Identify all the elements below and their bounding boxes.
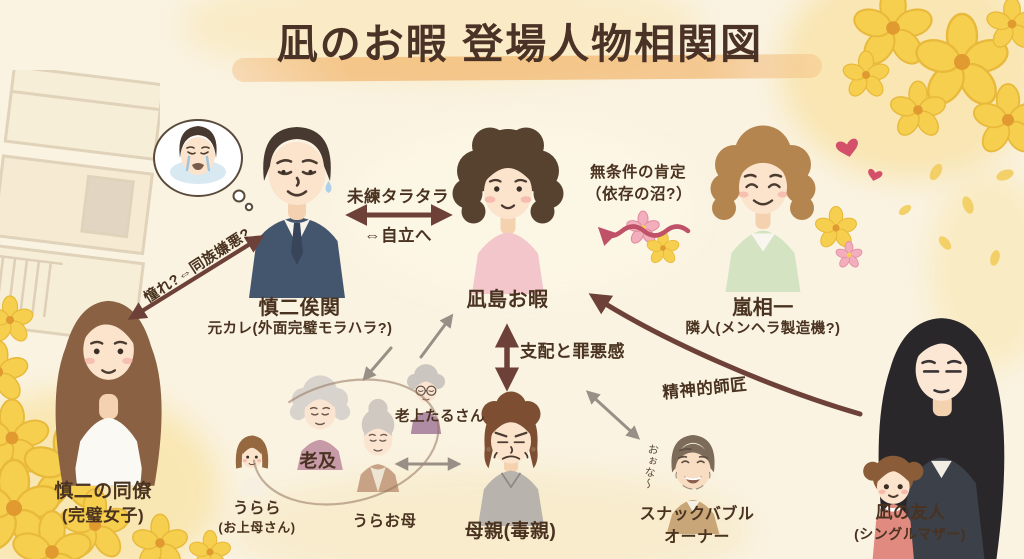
avatar-shinji bbox=[249, 127, 345, 298]
heart-icon bbox=[835, 138, 883, 181]
avatar-colleague bbox=[55, 300, 162, 486]
avatar-arashi bbox=[710, 125, 816, 292]
relation-miren-label: 未練タラタラ bbox=[347, 188, 449, 206]
avatar-snack-owner bbox=[666, 435, 720, 534]
label-friend-name: 凪の友人 bbox=[875, 503, 946, 522]
label-rokyuu-name: 老及 bbox=[299, 451, 337, 471]
label-urara-desc: (お上母さん) bbox=[218, 520, 296, 535]
label-routaru-name: 老上たるさん bbox=[395, 409, 485, 425]
relation-seishin-label: 精神的師匠 bbox=[661, 375, 749, 403]
label-snack-owner-line1: スナックバブル bbox=[639, 506, 755, 523]
label-uraomo-name: うらお母 bbox=[352, 513, 417, 530]
label-friend-desc: (シングルマザー) bbox=[854, 526, 966, 542]
flower-icon bbox=[849, 0, 937, 71]
arrow-mother-snack bbox=[585, 390, 641, 440]
label-shinji-desc: 元カレ(外面完璧モラハラ?) bbox=[207, 321, 393, 337]
label-colleague-name: 慎二の同僚 bbox=[54, 481, 152, 502]
relation-mujouken-line1: 無条件の肯定 bbox=[590, 164, 687, 181]
label-mother-name: 母親(毒親) bbox=[464, 521, 557, 542]
label-arashi-name: 嵐相一 bbox=[732, 297, 794, 319]
relation-miren-sub: ⇔自立へ bbox=[364, 227, 432, 245]
label-snack-owner-line2: オーナー bbox=[663, 529, 730, 546]
relation-mujouken-line2: （依存の沼?） bbox=[586, 186, 692, 203]
relation-shihai-label: 支配と罪悪感 bbox=[520, 342, 625, 361]
avatar-mother bbox=[477, 391, 545, 526]
label-urara-name: うらら bbox=[232, 500, 281, 517]
petal-icons bbox=[898, 163, 1014, 266]
avatar-friend-and-child bbox=[863, 318, 1005, 559]
label-colleague-desc: (完璧女子) bbox=[61, 506, 145, 525]
avatar-nagi bbox=[452, 127, 564, 294]
arrow-mujouken-wavy bbox=[597, 224, 691, 246]
arrow-routaru-nagi bbox=[419, 313, 454, 359]
avatar-urara bbox=[235, 435, 269, 496]
label-arashi-desc: 隣人(メンヘラ製造機?) bbox=[685, 321, 841, 337]
label-nagi-name: 凪島お暇 bbox=[466, 289, 549, 311]
label-shinji-name: 慎二俟関 bbox=[258, 297, 341, 319]
page-title: 凪のお暇 登場人物相関図 bbox=[276, 21, 764, 67]
thought-bubble-crying-face bbox=[153, 119, 254, 212]
